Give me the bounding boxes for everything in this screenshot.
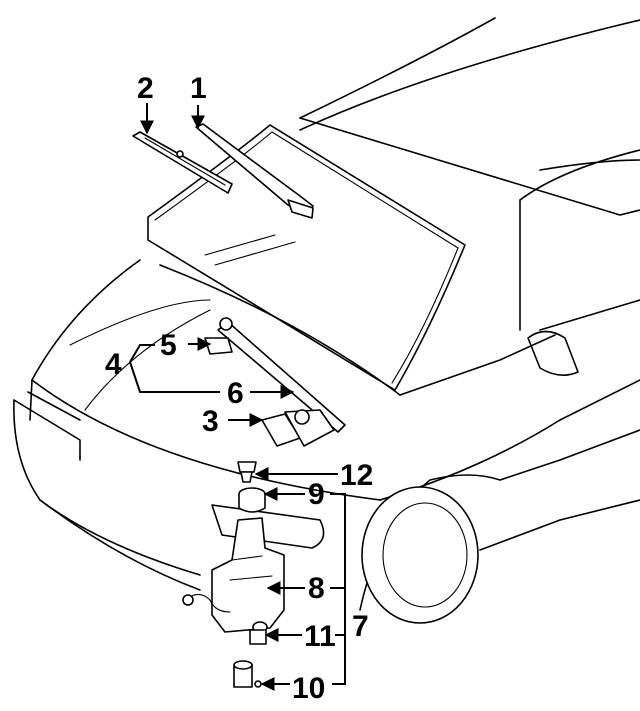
callout-6: 6 (227, 377, 244, 410)
washer-filter (233, 660, 262, 688)
callout-9: 9 (308, 478, 325, 511)
callout-8: 8 (308, 572, 325, 605)
callout-2: 2 (137, 72, 154, 105)
washer-pump (249, 621, 268, 645)
callout-7: 7 (352, 610, 369, 643)
wiper-pivot (204, 337, 233, 355)
callout-5: 5 (160, 329, 177, 362)
washer-grommet (238, 487, 266, 513)
callout-labels: 1 2 3 4 5 6 7 8 9 10 11 12 (105, 72, 373, 705)
leader-lines (129, 103, 346, 691)
callout-12: 12 (340, 459, 373, 492)
callout-3: 3 (202, 405, 219, 438)
front-lamp (211, 504, 325, 549)
wiper-blade (132, 131, 233, 194)
callout-4: 4 (105, 348, 122, 381)
front-wheel (361, 486, 479, 624)
car-body-outline (13, 17, 640, 624)
callout-10: 10 (292, 672, 325, 705)
side-mirror (527, 330, 579, 376)
washer-cap (237, 461, 257, 483)
callout-1: 1 (190, 72, 207, 105)
wiper-motor (261, 409, 335, 447)
callout-11: 11 (304, 620, 336, 653)
